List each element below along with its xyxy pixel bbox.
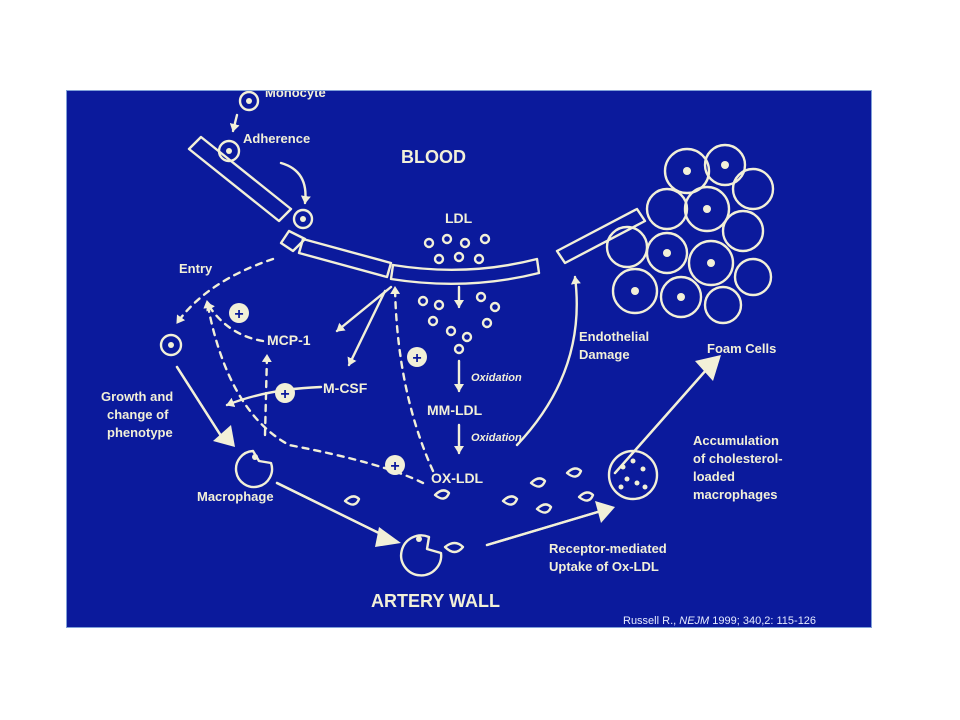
growth-label-1: Growth and xyxy=(101,389,173,404)
ldl-particles xyxy=(417,233,501,355)
accumulation-label-1: Accumulation xyxy=(693,433,779,448)
ox-ldl-droplets xyxy=(343,467,595,514)
receptor-label-1: Receptor-mediated xyxy=(549,541,667,556)
growth-label-3: phenotype xyxy=(107,425,173,440)
receptor-label-2: Uptake of Ox-LDL xyxy=(549,559,659,574)
ldl-label: LDL xyxy=(445,210,473,226)
growth-label-2: change of xyxy=(107,407,169,422)
growth-arrow-head xyxy=(213,425,235,447)
monocyte-cell xyxy=(238,91,260,112)
endothelium xyxy=(187,135,647,285)
ox-ldl-label: OX-LDL xyxy=(431,470,484,486)
mcsf-to-growth-arrow xyxy=(225,385,323,408)
artery-wall-label: ARTERY WALL xyxy=(371,591,500,611)
endothelial-damage-arrow xyxy=(515,275,581,447)
mmldl-feedback-arrow xyxy=(390,285,435,473)
endothelial-label-1: Endothelial xyxy=(579,329,649,344)
svg-text:+: + xyxy=(412,350,421,367)
foam-cell-arrow-head xyxy=(695,355,721,381)
accumulation-label-4: macrophages xyxy=(693,487,778,502)
mcp1-arrow xyxy=(335,285,393,333)
accumulation-label-3: loaded xyxy=(693,469,735,484)
macrophage-arrow-head xyxy=(375,527,401,547)
monocyte-arrow xyxy=(229,113,240,133)
oxidation-label-2: Oxidation xyxy=(471,432,522,444)
diagram-slide: Monocyte Adherence BLOOD LDL xyxy=(66,90,872,628)
adherence-cell xyxy=(217,139,241,163)
plus-circle-2: + xyxy=(275,383,295,403)
citation-details: 1999; 340,2: 115-126 xyxy=(712,615,817,627)
monocyte-label: Monocyte xyxy=(265,91,326,100)
mcsf-label: M-CSF xyxy=(323,380,368,396)
entry-label: Entry xyxy=(179,261,213,276)
plus-circle-3: + xyxy=(407,347,427,367)
intima-monocyte xyxy=(159,333,183,357)
citation: Russell R., NEJM 1999; 340,2: 115-126 xyxy=(623,615,816,627)
macrophage-cell xyxy=(234,449,274,489)
mcsf-arrow xyxy=(347,289,387,367)
citation-author: Russell R., xyxy=(623,615,677,627)
loaded-macrophage xyxy=(607,449,659,501)
macrophage-mcp1-arrow xyxy=(261,353,272,437)
mm-ldl-label: MM-LDL xyxy=(427,402,483,418)
entry-arrow xyxy=(175,257,275,325)
foam-cell-cluster xyxy=(605,143,775,325)
entering-cell xyxy=(292,208,314,230)
atherosclerosis-diagram: Monocyte Adherence BLOOD LDL xyxy=(101,91,783,611)
svg-text:+: + xyxy=(234,306,243,323)
mcp1-label: MCP-1 xyxy=(267,332,311,348)
blood-label: BLOOD xyxy=(401,147,466,167)
oxidation-label-1: Oxidation xyxy=(471,372,522,384)
uptake-arrow-head xyxy=(595,501,615,523)
svg-text:+: + xyxy=(280,386,289,403)
adherence-arrow xyxy=(279,161,311,205)
adherence-label: Adherence xyxy=(243,131,310,146)
citation-journal: NEJM xyxy=(679,615,710,627)
oxldl-feedback-arrow xyxy=(203,299,425,485)
engulfing-macrophage xyxy=(399,534,465,577)
svg-text:+: + xyxy=(390,458,399,475)
macrophage-label: Macrophage xyxy=(197,489,274,504)
plus-circle-1: + xyxy=(229,303,249,323)
accumulation-label-2: of cholesterol- xyxy=(693,451,783,466)
foam-cells-label: Foam Cells xyxy=(707,341,776,356)
endothelial-label-2: Damage xyxy=(579,347,630,362)
